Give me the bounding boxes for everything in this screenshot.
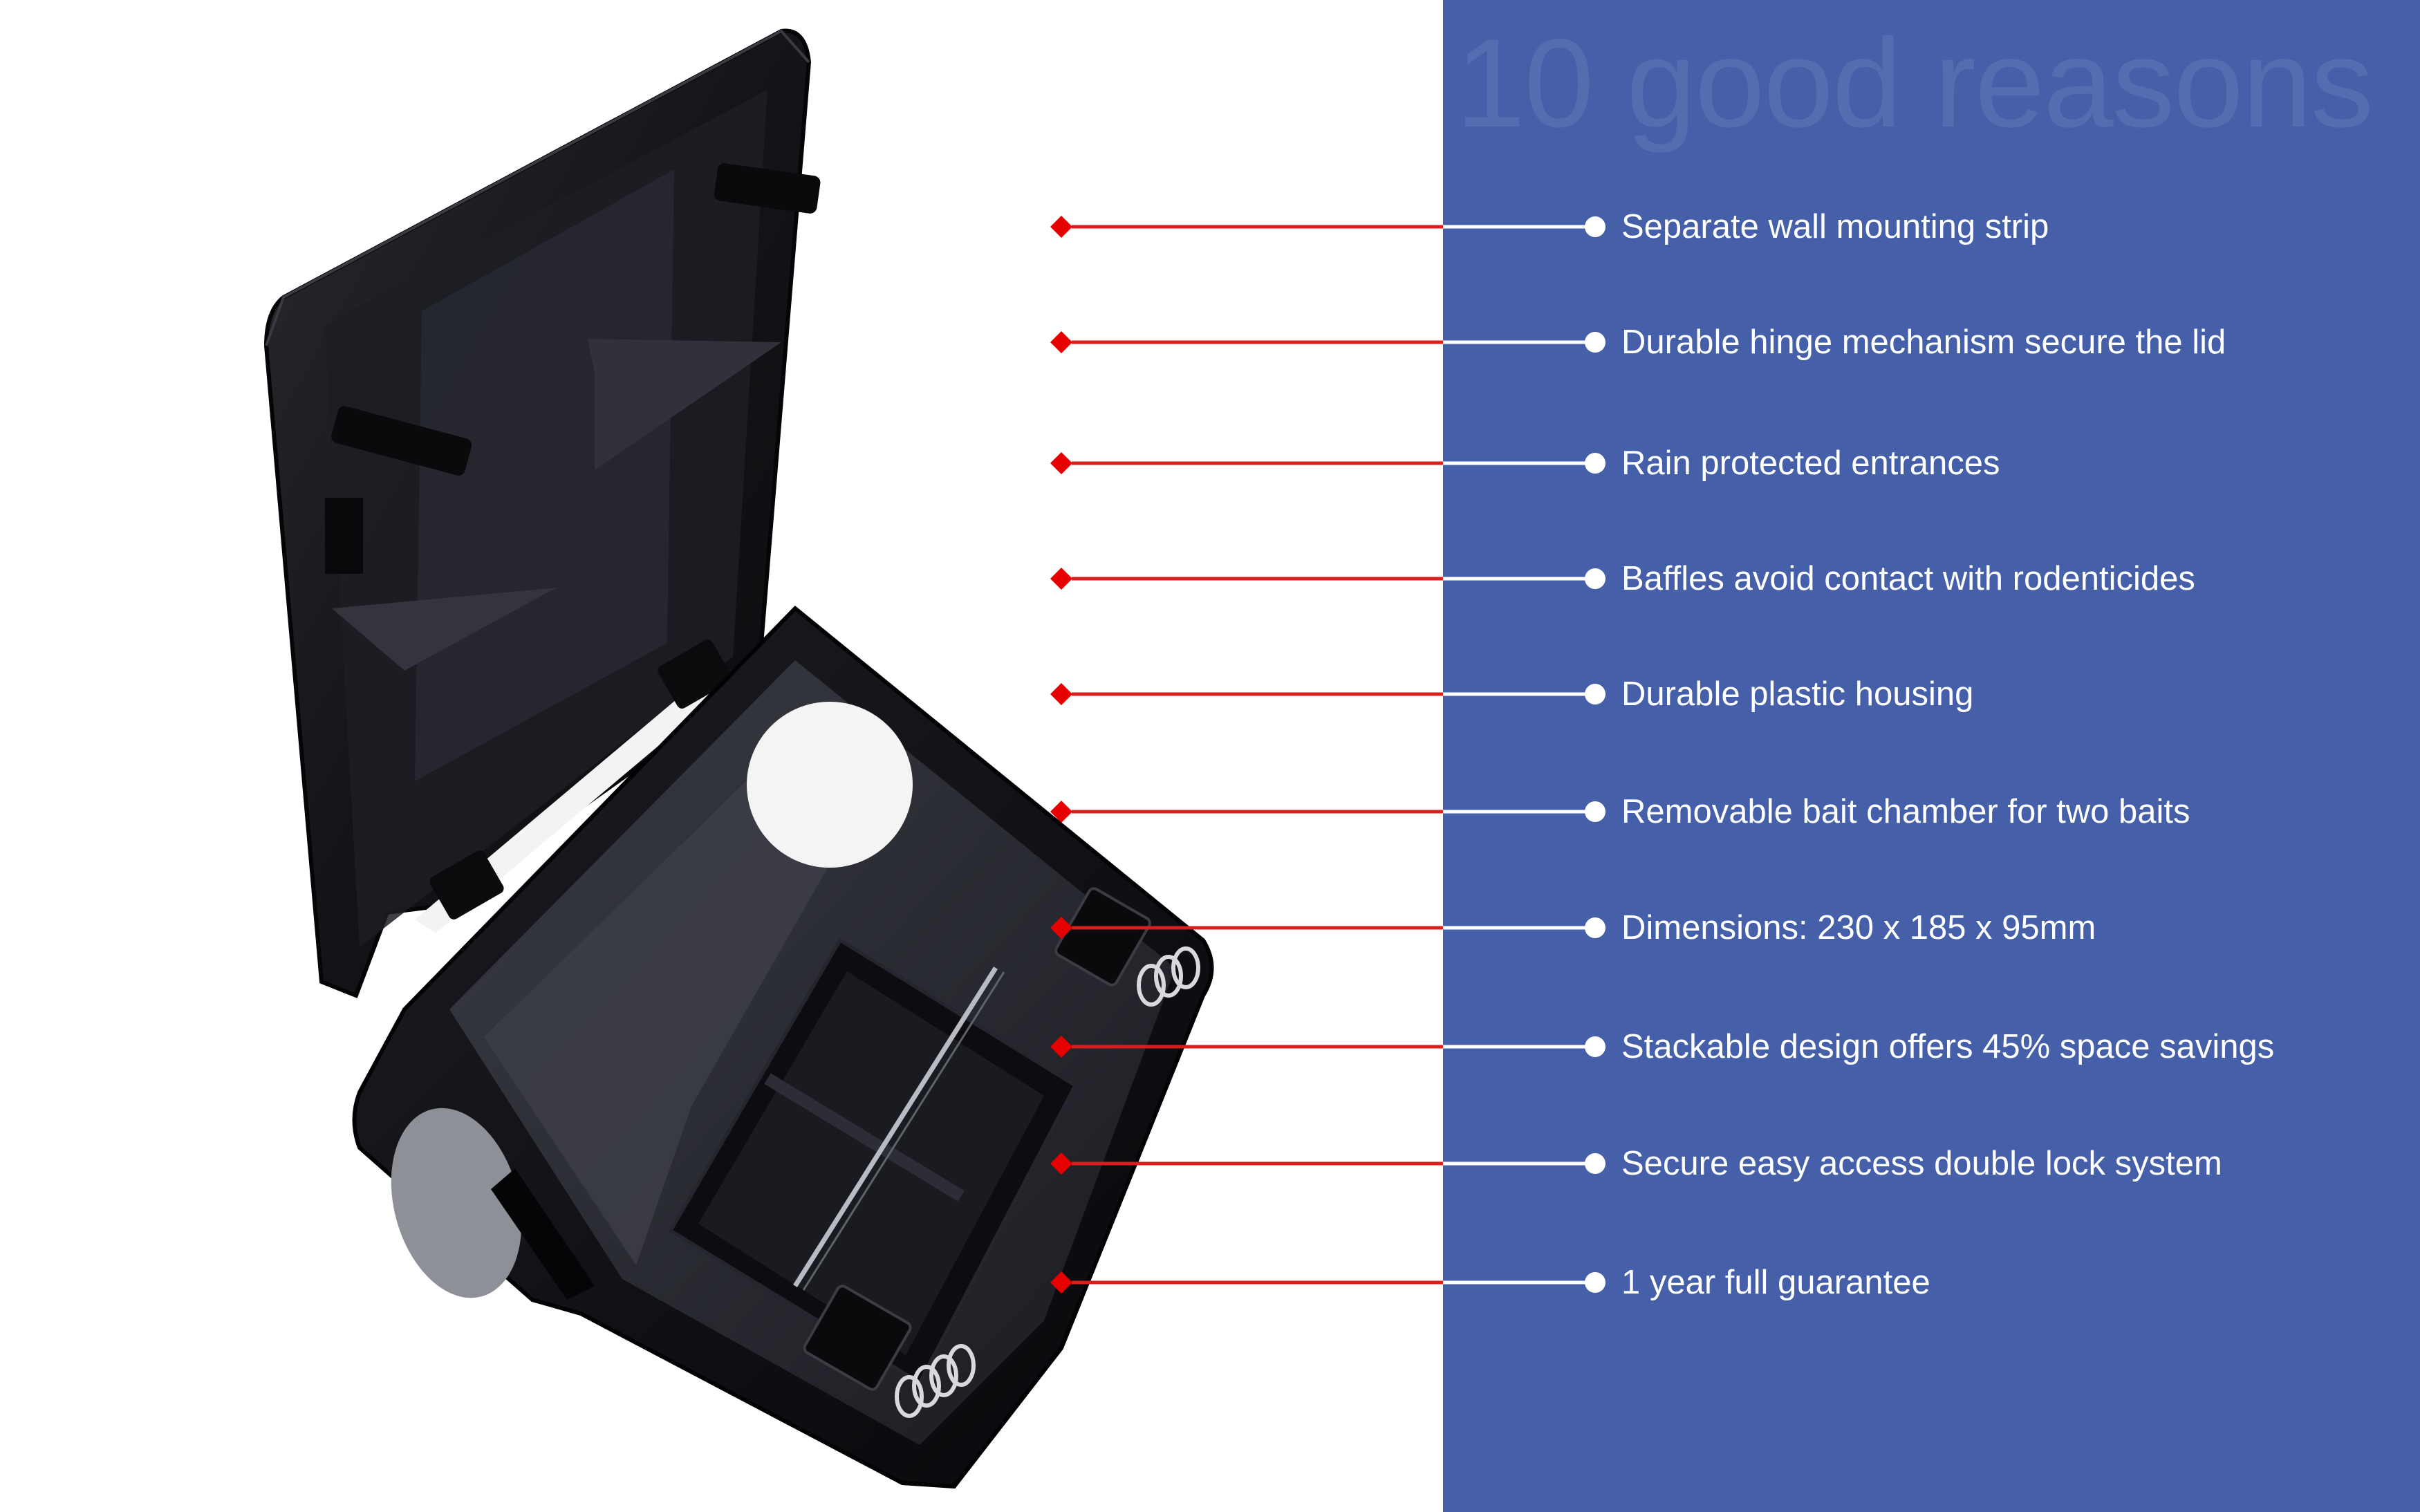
callout-1 bbox=[1050, 216, 1605, 238]
callout-dot bbox=[1585, 1272, 1605, 1293]
reason-label-4: Baffles avoid contact with rodenticides bbox=[1621, 560, 2195, 597]
callout-9 bbox=[1050, 1152, 1605, 1175]
pointer-diamond-marker bbox=[1050, 568, 1072, 590]
reason-label-3: Rain protected entrances bbox=[1621, 445, 2000, 482]
panel-heading: 10 good reasons bbox=[1455, 12, 2374, 153]
reason-label-6: Removable bait chamber for two baits bbox=[1621, 793, 2190, 830]
callout-4 bbox=[1050, 568, 1605, 590]
callout-dot bbox=[1585, 568, 1605, 589]
reason-label-10: 1 year full guarantee bbox=[1621, 1264, 1930, 1301]
callout-dot bbox=[1585, 332, 1605, 353]
pointer-diamond-marker bbox=[1050, 683, 1072, 705]
callout-5 bbox=[1050, 683, 1605, 705]
callout-dot bbox=[1585, 684, 1605, 704]
callout-3 bbox=[1050, 452, 1605, 474]
callout-6 bbox=[1050, 801, 1605, 823]
side-entrance bbox=[391, 1108, 522, 1298]
pointer-diamond-marker bbox=[1050, 216, 1072, 238]
entrance-hole bbox=[747, 702, 913, 868]
bait-station-photo bbox=[263, 28, 1214, 1489]
lid bbox=[263, 28, 821, 998]
callout-dot bbox=[1585, 1036, 1605, 1057]
callout-10 bbox=[1050, 1271, 1605, 1294]
reason-label-5: Durable plastic housing bbox=[1621, 675, 1974, 713]
callout-dot bbox=[1585, 1153, 1605, 1174]
reason-label-2: Durable hinge mechanism secure the lid bbox=[1621, 324, 2226, 361]
reason-label-9: Secure easy access double lock system bbox=[1621, 1145, 2222, 1182]
reason-label-8: Stackable design offers 45% space saving… bbox=[1621, 1028, 2275, 1065]
pointer-diamond-marker bbox=[1050, 1271, 1072, 1294]
callout-dot bbox=[1585, 216, 1605, 237]
hinge bbox=[415, 640, 732, 933]
pointer-diamond-marker bbox=[1050, 331, 1072, 353]
bait-tray bbox=[668, 887, 1151, 1391]
pointer-diamond-marker bbox=[1050, 1152, 1072, 1175]
lock-springs bbox=[895, 946, 1200, 1418]
pointer-diamond-marker bbox=[1050, 452, 1072, 474]
callout-dot bbox=[1585, 453, 1605, 474]
callout-8 bbox=[1050, 1036, 1605, 1058]
callout-2 bbox=[1050, 331, 1605, 353]
pointer-diamond-marker bbox=[1050, 917, 1072, 939]
callout-dot bbox=[1585, 801, 1605, 822]
reason-label-7: Dimensions: 230 x 185 x 95mm bbox=[1621, 909, 2096, 946]
pointer-diamond-marker bbox=[1050, 1036, 1072, 1058]
pointer-diamond-marker bbox=[1050, 801, 1072, 823]
callout-dot bbox=[1585, 917, 1605, 938]
callout-7 bbox=[1050, 917, 1605, 939]
reasons-panel bbox=[1443, 0, 2420, 1512]
reason-label-1: Separate wall mounting strip bbox=[1621, 208, 2049, 245]
